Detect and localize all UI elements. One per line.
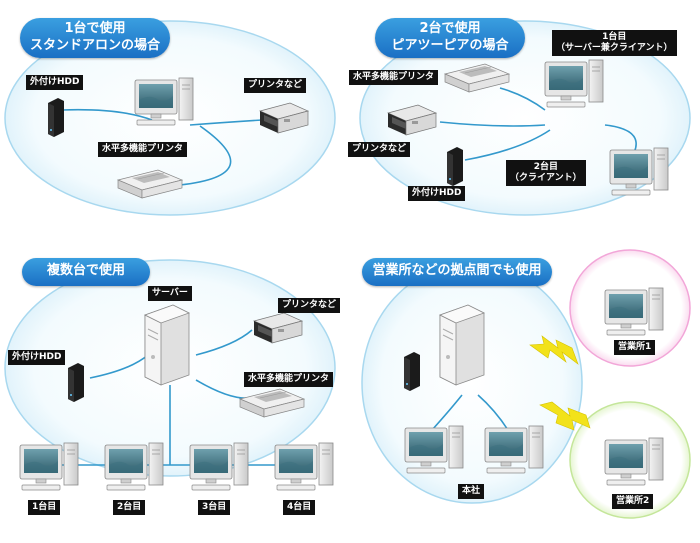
- label-pc1: 1台目: [28, 500, 61, 515]
- label-pc2: 2台目: [113, 500, 146, 515]
- label-hq: 本社: [458, 484, 485, 499]
- panel-multi: [4, 259, 336, 491]
- network-lines: [61, 108, 263, 186]
- label-pc3: 3台目: [198, 500, 231, 515]
- label-office1: 営業所1: [614, 340, 656, 355]
- label-office2: 営業所2: [612, 494, 654, 509]
- hdd-icon: [68, 363, 84, 402]
- server-icon: [144, 304, 190, 386]
- panel-branch: [361, 249, 691, 519]
- label-server: サーバー: [148, 286, 192, 301]
- label-printer: プリンタなど: [278, 298, 341, 313]
- label-line: 2台目: [533, 162, 558, 172]
- hdd-icon: [48, 98, 64, 137]
- panel-title-peer: 2台で使用 ピアツーピアの場合: [375, 18, 525, 58]
- title-line: 2台で使用: [419, 21, 481, 36]
- label-pc4: 4台目: [283, 500, 316, 515]
- panel-title-standalone: 1台で使用 スタンドアロンの場合: [20, 18, 170, 58]
- label-hdd: 外付けHDD: [8, 350, 66, 365]
- title-line: 1台で使用: [64, 21, 126, 36]
- pc-icon: [104, 442, 164, 491]
- label-mfp: 水平多機能プリンタ: [349, 70, 439, 85]
- label-pc2: 2台目 （クライアント）: [506, 160, 586, 186]
- panel-peer: [359, 20, 691, 216]
- panel-title-branch: 営業所などの拠点間でも使用: [362, 258, 552, 286]
- network-lines: [431, 394, 509, 431]
- panel-standalone: [4, 20, 336, 216]
- label-hdd: 外付けHDD: [26, 75, 84, 90]
- label-line: （サーバー兼クライアント）: [556, 43, 673, 53]
- label-pc1: 1台目 （サーバー兼クライアント）: [552, 30, 677, 56]
- pc-icon: [189, 442, 249, 491]
- label-hdd: 外付けHDD: [408, 186, 466, 201]
- title-line: ピアツーピアの場合: [391, 38, 509, 53]
- label-printer: プリンタなど: [348, 142, 411, 157]
- label-mfp: 水平多機能プリンタ: [98, 142, 188, 157]
- label-line: （クライアント）: [510, 173, 582, 183]
- panel-title-multi: 複数台で使用: [22, 258, 150, 286]
- hdd-icon: [447, 147, 463, 186]
- server-icon: [439, 304, 485, 386]
- hdd-icon: [404, 352, 420, 391]
- pc-icon: [19, 442, 79, 491]
- title-line: 営業所などの拠点間でも使用: [372, 263, 542, 278]
- label-line: 1台目: [602, 32, 627, 42]
- label-mfp: 水平多機能プリンタ: [244, 372, 334, 387]
- label-printer: プリンタなど: [244, 78, 307, 93]
- title-line: スタンドアロンの場合: [29, 38, 160, 53]
- lightning-icon: [529, 335, 579, 365]
- lightning-icon: [539, 401, 591, 431]
- title-line: 複数台で使用: [46, 263, 125, 278]
- pc-icon: [274, 442, 334, 491]
